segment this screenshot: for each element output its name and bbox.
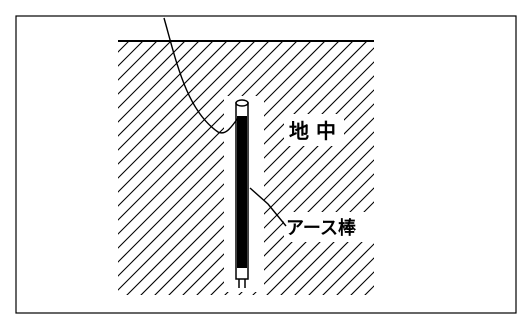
hatch-line — [118, 41, 298, 221]
earth-rod — [235, 99, 249, 288]
hatch-line — [382, 20, 532, 320]
hatch-line — [364, 285, 374, 295]
outer-border — [15, 15, 517, 314]
hatch-line — [118, 41, 214, 137]
hatch-line — [336, 257, 374, 295]
hatch-line — [294, 215, 374, 295]
hatch-line — [118, 41, 172, 95]
hatch-line — [118, 41, 270, 193]
hatch-line — [118, 41, 158, 81]
hatch-line — [182, 103, 374, 295]
hatch-line — [154, 75, 374, 295]
hatch-line — [354, 20, 532, 320]
hatch-line — [118, 41, 130, 53]
hatch-line — [266, 187, 374, 295]
hatch-line — [0, 20, 122, 320]
hatch-line — [0, 20, 80, 320]
hatch-line — [252, 173, 374, 295]
hatch-line — [118, 41, 200, 123]
hatch-line — [396, 20, 532, 320]
hatch-line — [0, 20, 136, 320]
lead-wire — [163, 17, 239, 134]
earth-rod-label-backdrop — [284, 212, 376, 242]
earth-rod-label: アース棒 — [286, 217, 357, 239]
hatch-line — [0, 20, 94, 320]
hatch-line — [118, 41, 284, 207]
hatch-line — [140, 61, 374, 295]
hatch-line — [118, 41, 242, 165]
hatch-line — [368, 20, 532, 320]
hatch-line — [322, 243, 374, 295]
hatch-line — [168, 89, 374, 295]
hatch-line — [118, 41, 186, 109]
hatch-line — [308, 229, 374, 295]
hatch-line — [118, 41, 228, 151]
underground-label: 地 中 — [289, 119, 336, 143]
hatch-line — [118, 41, 326, 249]
hatch-line — [196, 117, 374, 295]
soil-hatching — [0, 20, 532, 320]
underground-label-backdrop — [284, 114, 344, 146]
earth-rod-leader-line — [249, 187, 287, 227]
hatch-line — [118, 41, 256, 179]
hatch-line — [118, 41, 312, 235]
hatch-line — [280, 201, 374, 295]
hatch-line — [118, 41, 340, 263]
